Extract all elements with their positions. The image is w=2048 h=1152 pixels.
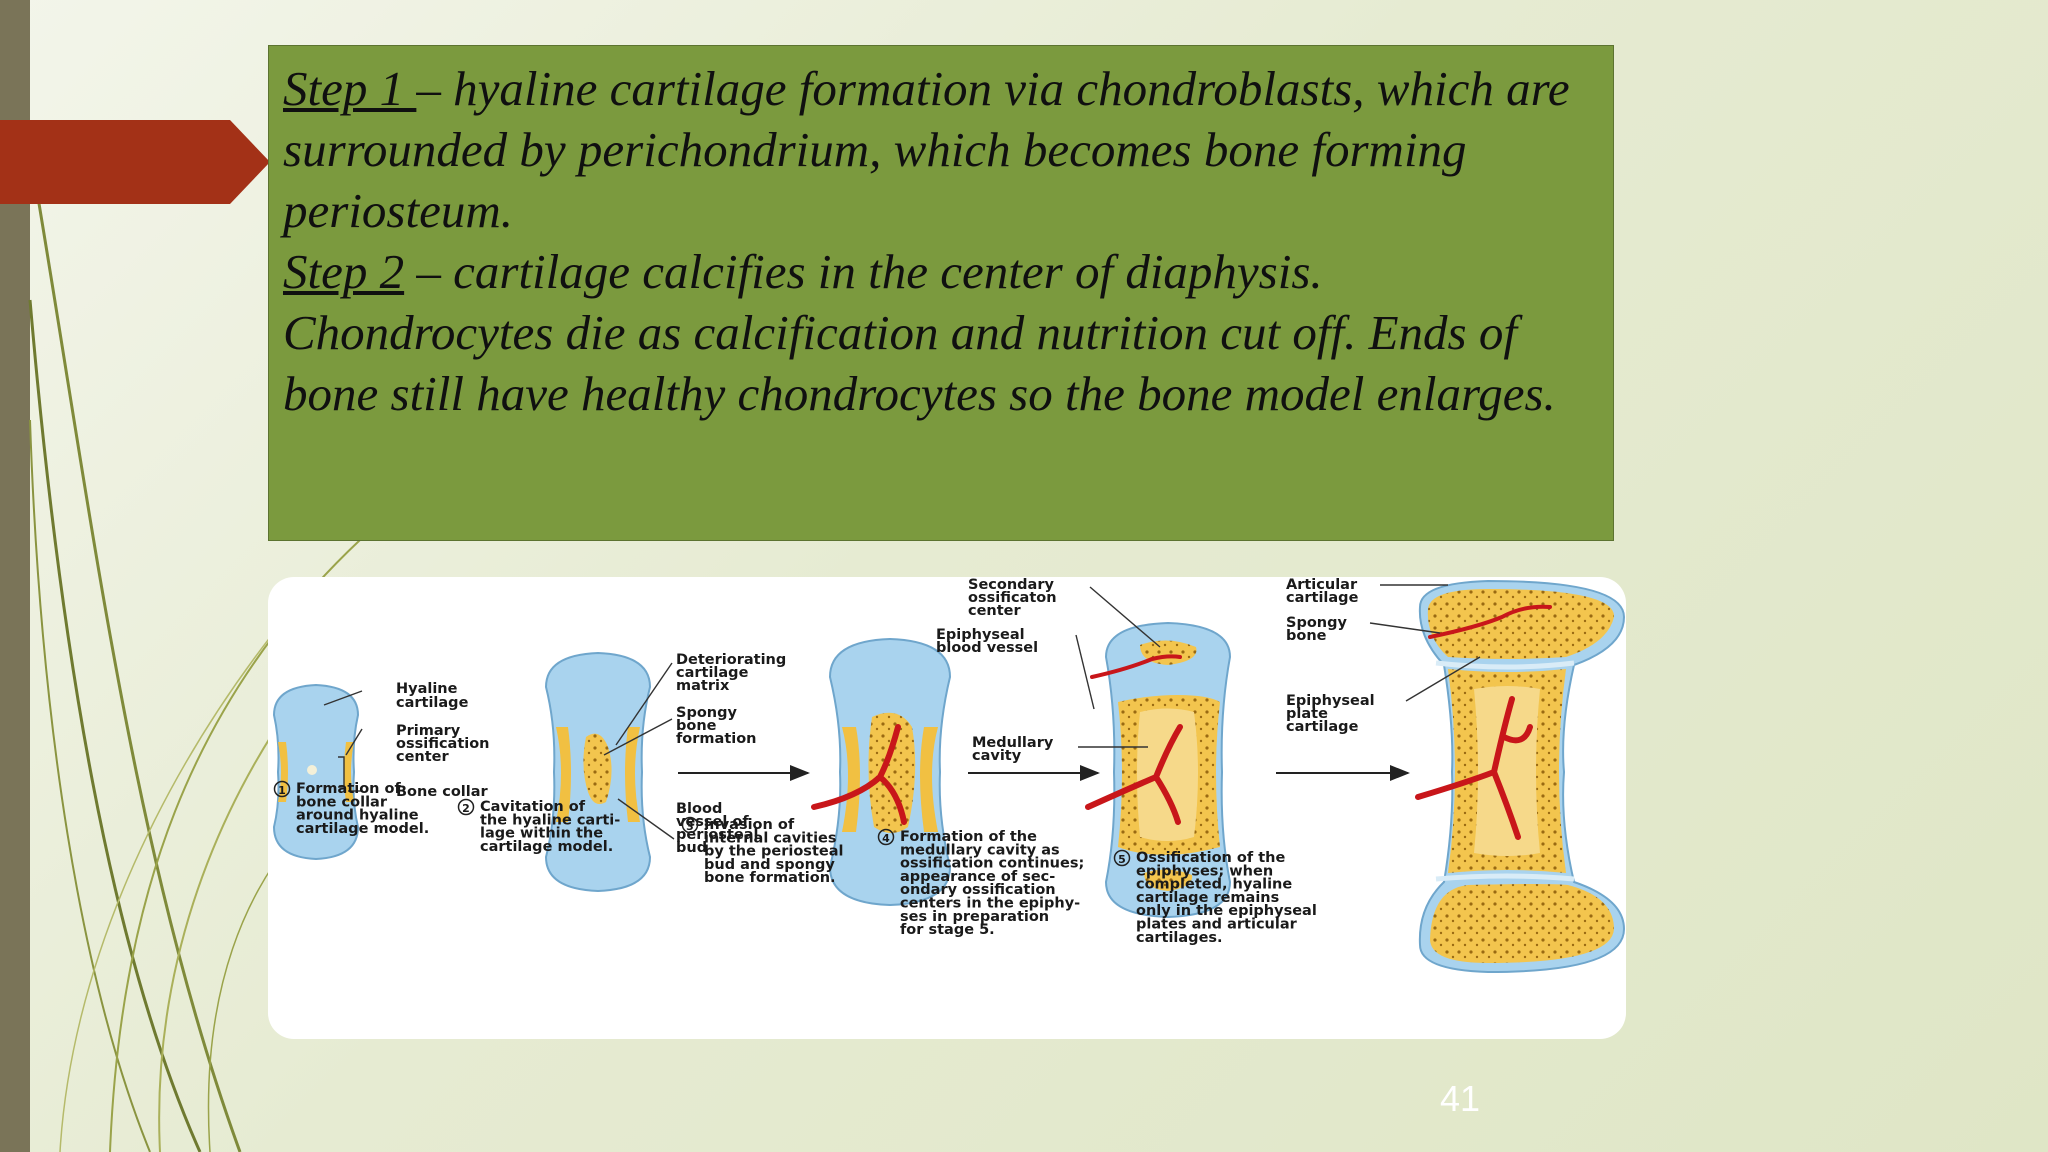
stage-number: 5: [1118, 853, 1126, 866]
stage-4-bone: [1085, 621, 1232, 919]
step2-text: – cartilage calcifies in the center of d…: [283, 244, 1556, 421]
step-text: Step 1 – hyaline cartilage formation via…: [283, 58, 1599, 424]
step-description-box: Step 1 – hyaline cartilage formation via…: [268, 45, 1614, 541]
leader-lines: [323, 584, 1481, 840]
decorative-lines: [28, 149, 361, 1152]
stage-1-bone: [272, 683, 360, 861]
stage-number-circle: [457, 798, 475, 816]
stage-number-circle: [681, 816, 699, 834]
stage-5-bone: [1415, 579, 1626, 974]
step2-label: Step 2: [283, 244, 405, 299]
stage-number-circle: [273, 780, 291, 798]
step1-label: Step 1: [283, 61, 417, 116]
stage-number-circle: [877, 828, 895, 846]
label-bone-collar: Bone collar: [396, 784, 489, 800]
accent-arrow: [0, 120, 270, 204]
page-number: 41: [1440, 1078, 1481, 1119]
step1-text: – hyaline cartilage formation via chondr…: [283, 61, 1570, 238]
stage-2-bone: [544, 651, 652, 893]
stage-3-bone: [811, 637, 952, 907]
stage-number-circle: [1113, 849, 1131, 867]
stage-number: 4: [882, 832, 890, 845]
stage-number: 1: [278, 784, 286, 797]
stage-number: 2: [462, 802, 470, 815]
stage-number: 3: [686, 820, 694, 833]
